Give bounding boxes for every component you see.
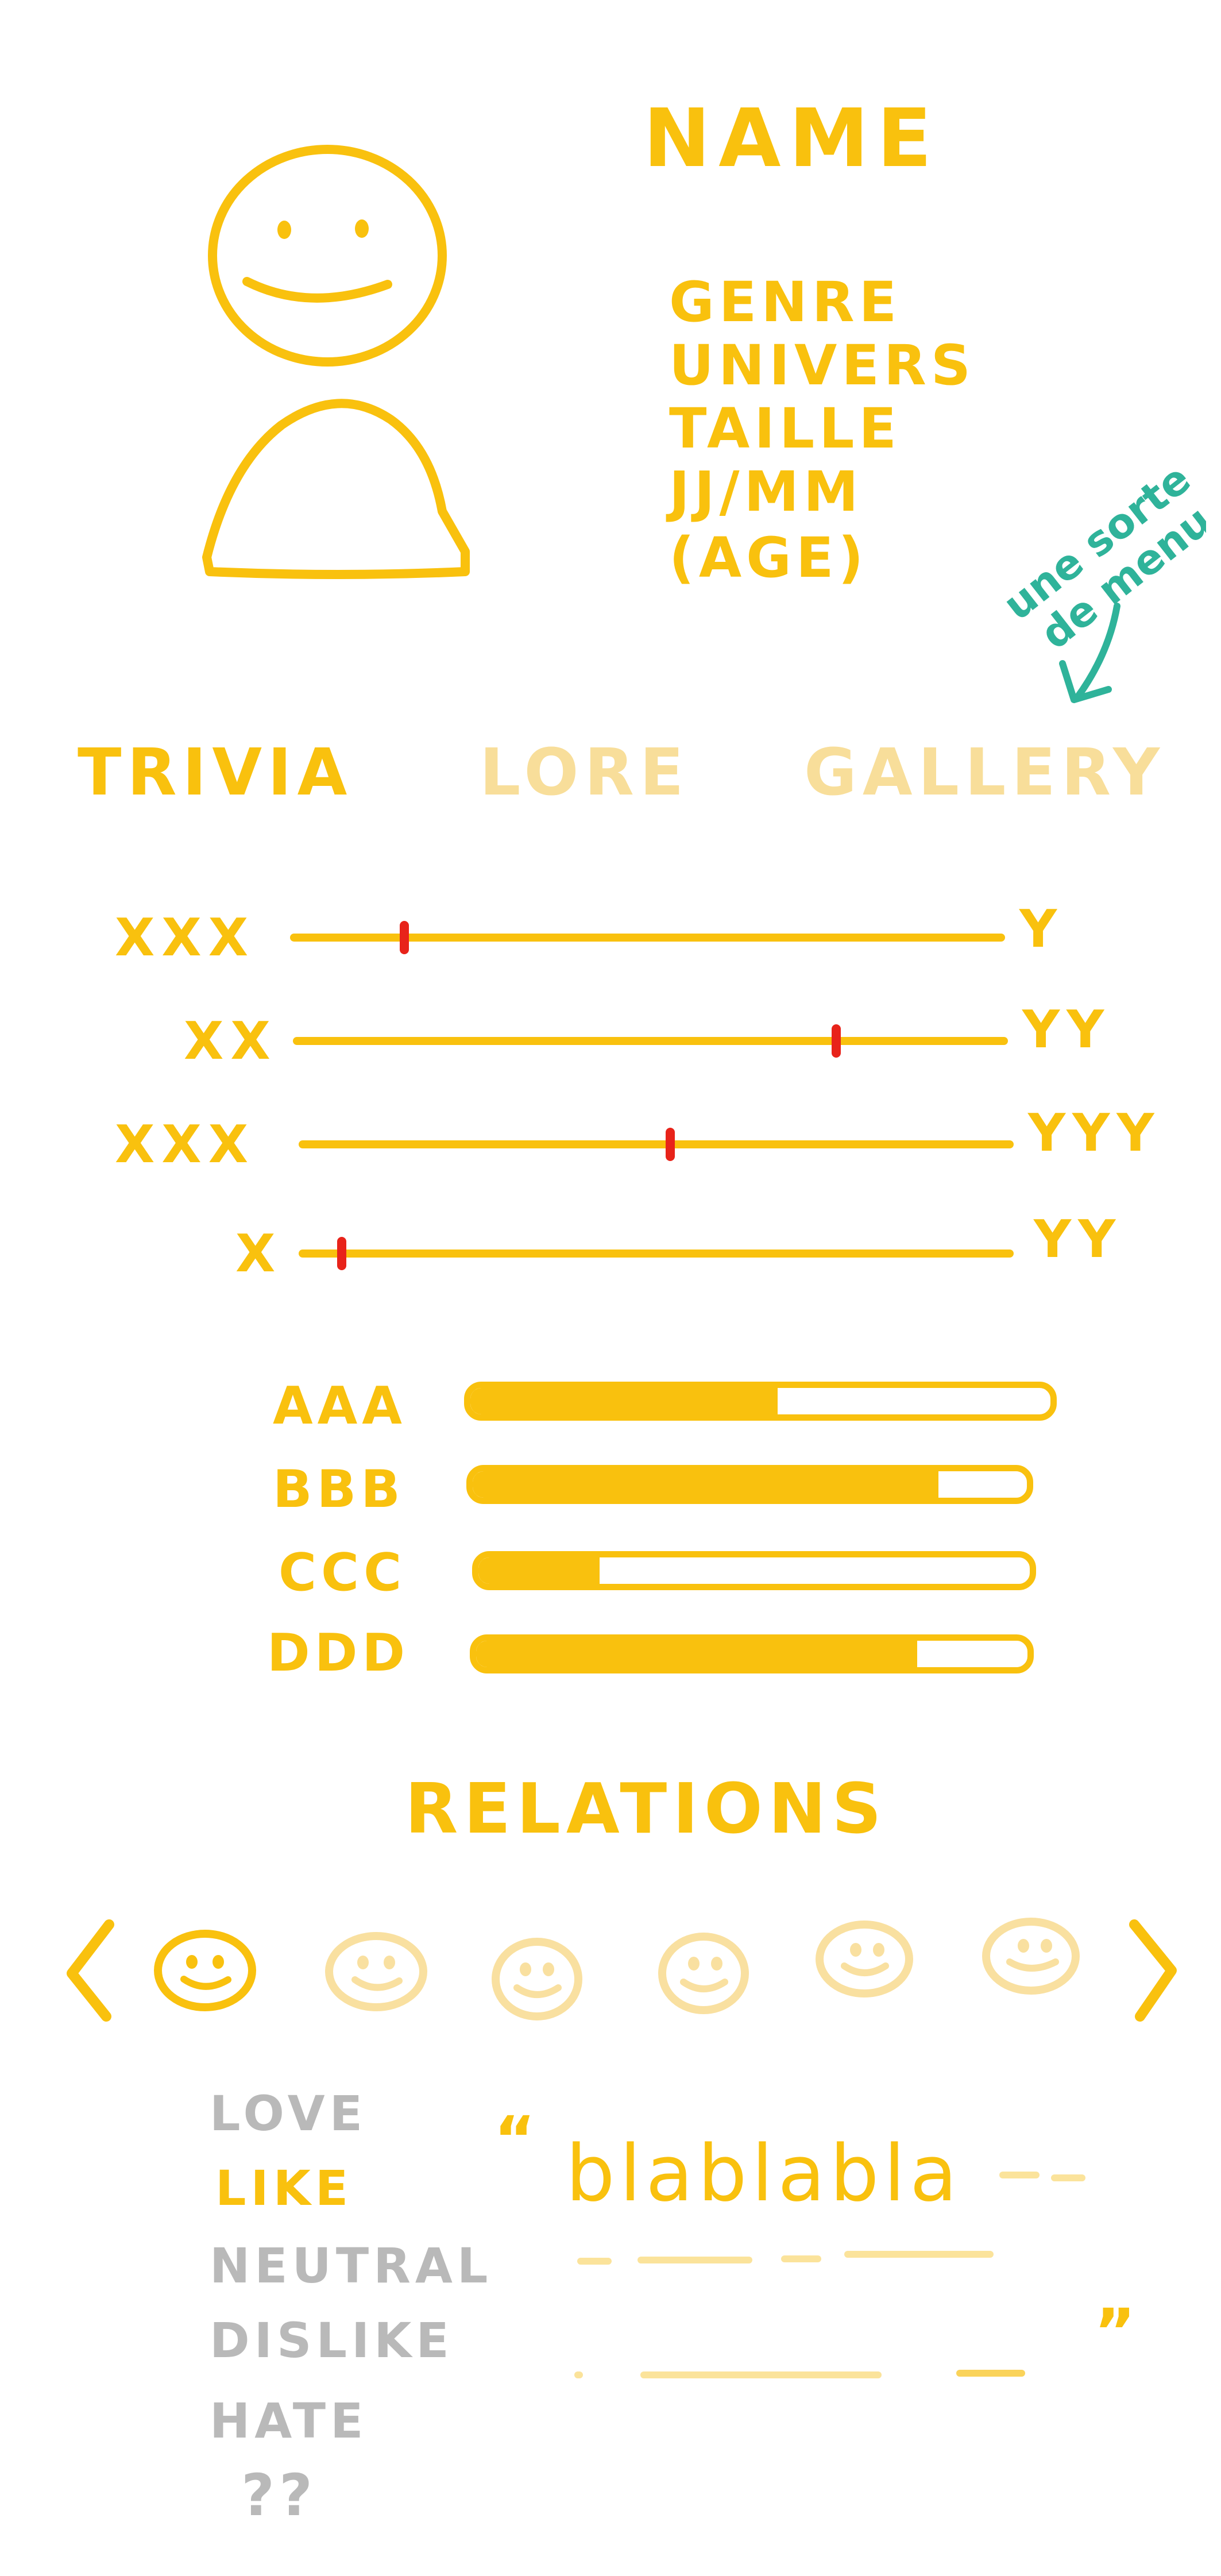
relation-face-icon[interactable] (482, 1930, 592, 2022)
relation-level-love[interactable]: LOVE (210, 2085, 368, 2142)
slider-left-label: XXX (115, 908, 256, 968)
relation-level-dislike[interactable]: DISLIKE (210, 2312, 454, 2369)
tab-trivia[interactable]: TRIVIA (78, 735, 353, 810)
slider-track[interactable] (293, 1024, 1008, 1058)
relation-level-unknown[interactable]: ?? (241, 2462, 318, 2529)
chevron-left-icon[interactable] (60, 1913, 123, 2028)
relations-title: RELATIONS (405, 1769, 887, 1849)
annotation-arrow-icon (1073, 603, 1120, 701)
slider-left-label: X (235, 1224, 283, 1284)
relation-face-icon[interactable] (976, 1910, 1085, 2002)
stat-label: BBB (273, 1459, 405, 1520)
stat-bar (472, 1551, 1036, 1590)
character-name: NAME (643, 92, 940, 186)
stat-bar (466, 1465, 1033, 1504)
placeholder-dash (574, 2371, 583, 2378)
stat-fill (478, 1557, 600, 1584)
slider-row: XX YY (0, 1000, 1221, 1071)
slider-track[interactable] (290, 921, 1005, 954)
slider-track[interactable] (299, 1237, 1014, 1270)
slider-thumb[interactable] (832, 1024, 841, 1058)
placeholder-dash (844, 2251, 994, 2258)
slider-right-label: YY (1034, 1209, 1123, 1270)
slider-row: XXX YYY (0, 1103, 1221, 1175)
slider-right-label: YY (1022, 1000, 1111, 1060)
slider-track[interactable] (299, 1128, 1014, 1161)
relation-face-icon[interactable] (150, 1925, 260, 2016)
stat-label: CCC (279, 1542, 407, 1603)
relation-face-icon[interactable] (322, 1925, 431, 2016)
slider-thumb[interactable] (400, 921, 409, 954)
slider-left-label: XX (184, 1011, 277, 1071)
relation-level-hate[interactable]: HATE (210, 2393, 368, 2449)
quote-open-mark: “ (494, 2103, 539, 2176)
stat-label: AAA (273, 1376, 407, 1436)
menu-annotation: une sorte de menu !! (994, 454, 1206, 703)
chevron-right-icon[interactable] (1123, 1913, 1186, 2028)
stat-fill (476, 1641, 917, 1667)
stat-fill (473, 1471, 938, 1498)
relation-face-icon[interactable] (810, 1913, 919, 2005)
tab-gallery[interactable]: GALLERY (804, 735, 1166, 810)
info-genre: GENRE (669, 270, 902, 334)
stat-bar (464, 1382, 1057, 1421)
quote-close-mark: ” (1094, 2295, 1139, 2369)
info-taille: TAILLE (669, 396, 901, 461)
relation-face-icon[interactable] (649, 1925, 758, 2016)
placeholder-dash (781, 2255, 821, 2262)
info-birthday: JJ/MM (669, 460, 863, 524)
placeholder-dash (956, 2370, 1025, 2377)
slider-thumb[interactable] (666, 1128, 675, 1161)
placeholder-dash (1051, 2174, 1085, 2181)
avatar-icon (202, 145, 470, 579)
relation-level-like[interactable]: LIKE (215, 2160, 353, 2216)
info-age: (AGE) (669, 526, 868, 590)
slider-left-label: XXX (115, 1115, 256, 1175)
info-univers: UNIVERS (669, 333, 975, 398)
tab-lore[interactable]: LORE (480, 735, 690, 810)
stat-bar (470, 1634, 1034, 1673)
placeholder-dash (637, 2257, 752, 2263)
relation-quote-text: blablabla (566, 2128, 962, 2219)
slider-right-label: YYY (1028, 1103, 1161, 1163)
stat-fill (470, 1388, 778, 1414)
placeholder-dash (999, 2172, 1040, 2178)
slider-row: XXX Y (0, 899, 1221, 968)
stat-label: DDD (267, 1623, 410, 1683)
slider-right-label: Y (1019, 899, 1064, 959)
slider-thumb[interactable] (337, 1237, 346, 1270)
slider-row: X YY (0, 1209, 1221, 1284)
placeholder-dash (577, 2258, 612, 2265)
placeholder-dash (640, 2371, 882, 2378)
relation-level-neutral[interactable]: NEUTRAL (210, 2238, 493, 2294)
